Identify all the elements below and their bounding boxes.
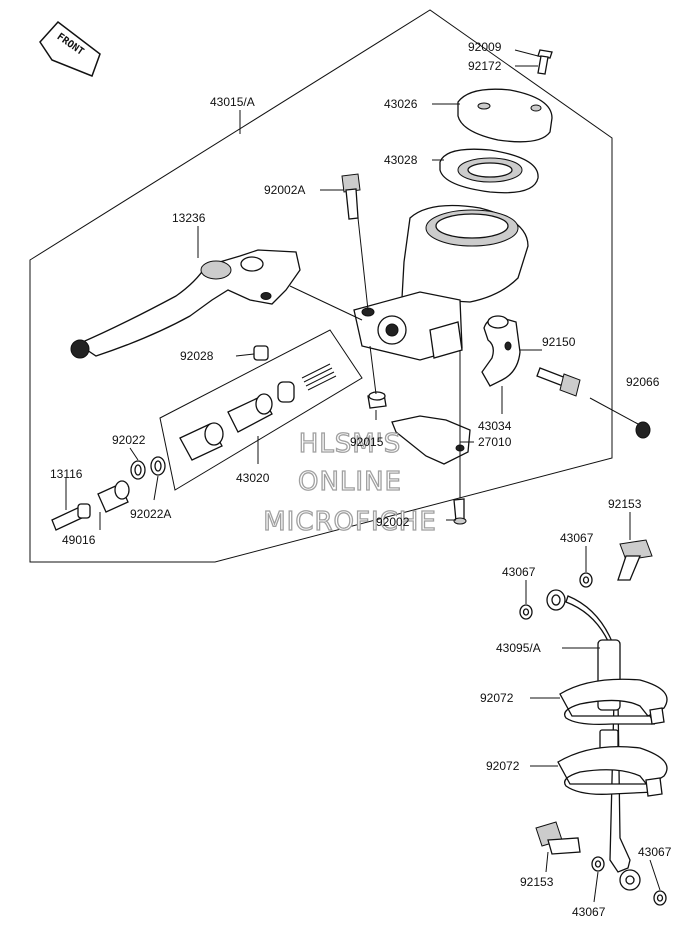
piston-cup-large — [179, 422, 224, 461]
front-arrow-icon: FRONT — [39, 20, 101, 77]
label-43015A: 43015/A — [210, 95, 255, 109]
watermark: HLSM'S ONLINE MICROFICHE — [263, 428, 437, 537]
hose-clamp-upper — [559, 678, 668, 726]
label-92072-lower: 92072 — [486, 759, 520, 773]
label-92002A: 92002A — [264, 183, 305, 197]
watermark-line-2: ONLINE — [298, 467, 402, 497]
brake-lever — [70, 249, 301, 359]
piston-main — [227, 393, 273, 433]
label-92153-upper: 92153 — [608, 497, 642, 511]
assembly-boundary — [29, 9, 613, 563]
diaphragm-plate — [439, 148, 539, 194]
piston-spring — [301, 363, 337, 391]
label-43067-a: 43067 — [560, 531, 594, 545]
dust-boot — [97, 480, 130, 513]
handlebar-clamp — [481, 315, 521, 387]
label-92153-lower: 92153 — [520, 875, 554, 889]
washer-92022 — [130, 460, 146, 480]
banjo-bolt-upper — [617, 539, 653, 581]
washer-43067-c — [591, 856, 605, 872]
label-13236: 13236 — [172, 211, 206, 225]
label-43020: 43020 — [236, 471, 270, 485]
label-13116: 13116 — [50, 467, 83, 481]
label-92002: 92002 — [376, 515, 410, 529]
banjo-bolt-lower — [535, 821, 581, 855]
screw-92009 — [537, 49, 553, 75]
brake-switch — [391, 415, 471, 465]
leader-lines — [65, 49, 661, 903]
label-43028: 43028 — [384, 153, 418, 167]
subassembly-boundary — [159, 329, 363, 491]
washer-43067-a — [579, 572, 593, 588]
label-92150: 92150 — [542, 335, 576, 349]
label-92066: 92066 — [626, 375, 660, 389]
watermark-line-3: MICROFICHE — [263, 507, 437, 537]
washer-43067-d — [653, 890, 667, 906]
hose-clamp-lower — [557, 745, 668, 797]
label-43095A: 43095/A — [496, 641, 541, 655]
bolt-92150 — [536, 367, 581, 397]
label-27010: 27010 — [478, 435, 512, 449]
screw-92002 — [453, 498, 467, 525]
label-43026: 43026 — [384, 97, 418, 111]
label-92172: 92172 — [468, 59, 502, 73]
label-92022A: 92022A — [130, 507, 171, 521]
label-92028: 92028 — [180, 349, 214, 363]
label-92015: 92015 — [350, 435, 384, 449]
cap-92066 — [635, 421, 651, 439]
label-43067-c: 43067 — [638, 845, 672, 859]
label-92072-upper: 92072 — [480, 691, 514, 705]
label-49016: 49016 — [62, 533, 96, 547]
nut-92015 — [367, 391, 387, 409]
label-92009: 92009 — [468, 40, 502, 54]
reservoir-cap — [457, 88, 553, 143]
collar-92028 — [253, 345, 269, 361]
part-labels: 92009 92172 43015/A 43026 43028 92002A 1… — [50, 40, 672, 919]
washer-43067-b — [519, 604, 533, 620]
washer-92022A — [150, 456, 166, 476]
master-cylinder-body — [353, 204, 529, 361]
label-43067-b: 43067 — [502, 565, 536, 579]
piston-cup-small — [277, 381, 295, 403]
push-rod — [51, 503, 91, 531]
watermark-line-1: HLSM'S — [299, 429, 402, 459]
label-43067-d: 43067 — [572, 905, 606, 919]
label-43034: 43034 — [478, 419, 512, 433]
bolt-92002A — [341, 173, 361, 220]
label-92022: 92022 — [112, 433, 146, 447]
